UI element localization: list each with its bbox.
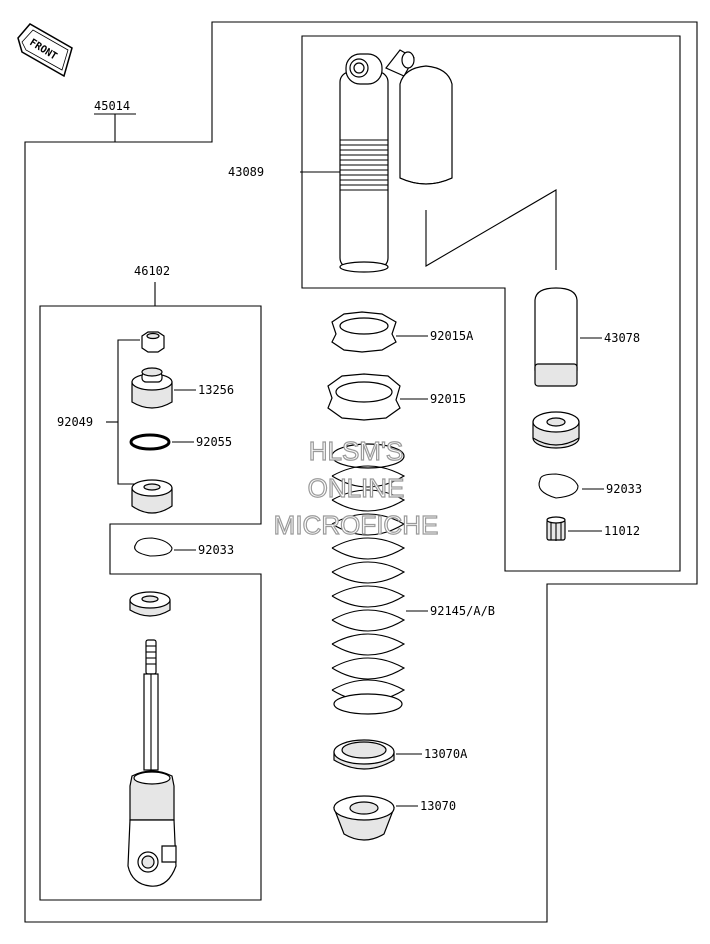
label-92015: 92015	[430, 392, 466, 406]
oring-part	[129, 433, 171, 451]
front-arrow-icon: FRONT	[17, 23, 73, 78]
lower-bushing-part	[131, 479, 173, 514]
watermark-line-1: HLSM'S	[309, 436, 404, 466]
spring-seat-a-part	[333, 739, 395, 770]
label-92055: 92055	[196, 435, 232, 449]
lock-nut-a-part	[331, 311, 397, 353]
label-13070: 13070	[420, 799, 456, 813]
shock-body-group-outline	[301, 35, 681, 572]
label-45014: 45014	[94, 99, 130, 113]
reservoir-part	[399, 65, 453, 185]
watermark: HLSM'S ONLINE MICROFICHE	[273, 435, 439, 540]
label-13070A: 13070A	[424, 747, 468, 761]
subassembly-outline	[39, 305, 262, 901]
label-11012: 11012	[604, 524, 640, 538]
label-92049: 92049	[57, 415, 93, 429]
piston-part	[129, 591, 171, 617]
watermark-line-2: ONLINE	[308, 473, 405, 503]
shock-body-part	[339, 49, 415, 273]
spring-part	[331, 443, 406, 715]
spring-seat-part	[333, 795, 395, 841]
bushing-part	[131, 367, 173, 409]
circlip-cap-part	[538, 473, 579, 499]
assembly-outline	[24, 21, 698, 923]
label-13256: 13256	[198, 383, 234, 397]
bladder-part	[534, 287, 578, 387]
label-46102: 46102	[134, 264, 170, 278]
label-43078: 43078	[604, 331, 640, 345]
label-92033-rod: 92033	[198, 543, 234, 557]
circlip-rod-part	[134, 537, 173, 557]
collar-part	[546, 516, 566, 541]
reservoir-cap-part	[532, 411, 580, 449]
watermark-line-3: MICROFICHE	[274, 510, 439, 540]
label-92033-cap: 92033	[606, 482, 642, 496]
lock-nut-part	[327, 373, 401, 421]
small-nut-part	[141, 331, 165, 353]
shock-rod-part	[127, 639, 177, 887]
label-92015A: 92015A	[430, 329, 474, 343]
label-92145: 92145/A/B	[430, 604, 495, 618]
label-43089: 43089	[228, 165, 264, 179]
